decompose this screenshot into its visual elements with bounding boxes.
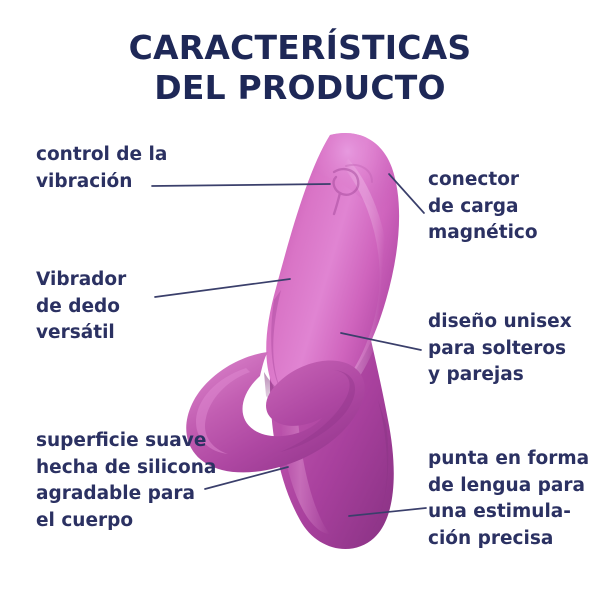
callout-conector-carga: conector de carga magnético [428,167,538,247]
finger-loop-ring [186,352,365,473]
callout-punta-lengua-line-4: ción precisa [428,527,554,549]
page-title-line-1: CARACTERÍSTICAS [128,28,472,67]
callout-punta-lengua-line-1: punta en forma [428,448,590,469]
callout-diseno-unisex-line-3: y parejas [428,364,524,385]
callout-diseno-unisex-line-2: para solteros [428,337,567,359]
page-title-line-2: DEL PRODUCTO [154,68,446,107]
callout-superficie-silicona-line-4: el cuerpo [36,509,134,531]
callout-control-vibracion-line-2: vibración [36,170,133,192]
control-button-emboss [332,164,373,216]
callout-conector-carga-line-2: de carga [428,195,519,217]
page-title: CARACTERÍSTICAS DEL PRODUCTO [0,28,600,108]
callout-conector-carga-line-3: magnético [428,222,538,243]
callout-control-vibracion: control de la vibración [36,142,167,195]
callout-superficie-silicona-line-2: hecha de silicona [36,456,217,478]
callout-superficie-silicona-line-3: agradable para [36,483,195,504]
callout-punta-lengua: punta en forma de lengua para una estimu… [428,446,589,552]
callout-control-vibracion-line-1: control de la [36,144,168,165]
callout-vibrador-dedo: Vibrador de dedo versátil [36,267,126,347]
callout-vibrador-dedo-line-1: Vibrador [36,269,127,290]
callout-superficie-silicona-line-1: superficie suave [36,430,207,451]
callout-superficie-silicona: superficie suave hecha de silicona agrad… [36,428,216,534]
callout-diseno-unisex: diseño unisex para solteros y parejas [428,309,572,389]
callout-punta-lengua-line-2: de lengua para [428,474,585,496]
callout-punta-lengua-line-3: una estimula- [428,501,571,522]
callout-vibrador-dedo-line-2: de dedo [36,295,120,317]
callout-conector-carga-line-1: conector [428,169,520,190]
callout-vibrador-dedo-line-3: versátil [36,322,115,343]
callout-diseno-unisex-line-1: diseño unisex [428,311,572,332]
